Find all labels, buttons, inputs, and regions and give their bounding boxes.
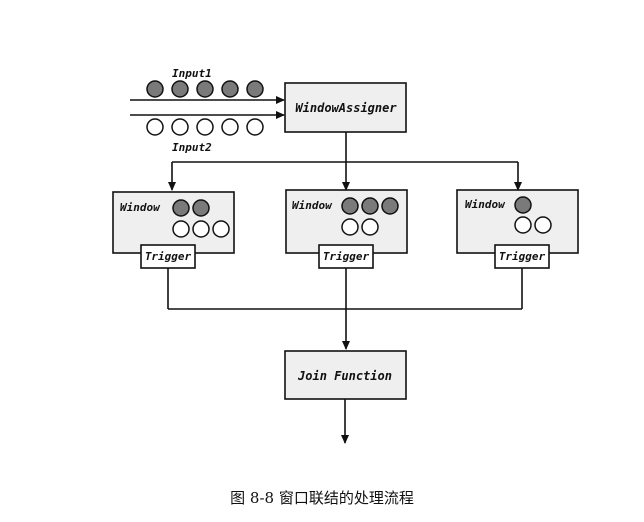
window-assigner-box <box>284 82 407 133</box>
input1-element <box>196 80 214 98</box>
input1-stream <box>146 80 264 98</box>
window-1-light-element <box>192 220 210 238</box>
input2-label: Input2 <box>172 141 212 154</box>
window-2-dark-element <box>361 197 379 215</box>
input1-element <box>246 80 264 98</box>
window-1-dark-element <box>192 199 210 217</box>
window-2-dark-element <box>341 197 359 215</box>
window-3-light-element <box>534 216 552 234</box>
window-3-dark-element <box>514 196 532 214</box>
window-label-3: Window <box>465 198 506 211</box>
input2-element <box>246 118 264 136</box>
window-box-1 <box>112 191 235 254</box>
window-2-light-element <box>361 218 379 236</box>
window-3-elements <box>514 196 552 234</box>
input2-element <box>196 118 214 136</box>
trigger-label-1: Trigger <box>145 250 192 263</box>
input2-element <box>171 118 189 136</box>
window-3-light-element <box>514 216 532 234</box>
trigger-label-3: Trigger <box>499 250 546 263</box>
input1-element <box>171 80 189 98</box>
input2-stream <box>146 118 264 136</box>
input1-label: Input1 <box>172 67 212 80</box>
window-assigner-label: WindowAssigner <box>295 101 397 115</box>
input1-element <box>221 80 239 98</box>
window-1-dark-element <box>172 199 190 217</box>
input2-element <box>221 118 239 136</box>
join-function-box <box>284 350 407 400</box>
window-2-dark-element <box>381 197 399 215</box>
window-2-elements <box>341 197 399 236</box>
window-1-light-element <box>172 220 190 238</box>
figure-caption: 图 8-8 窗口联结的处理流程 <box>230 489 414 507</box>
input1-element <box>146 80 164 98</box>
join-function-label: Join Function <box>297 369 392 383</box>
input2-element <box>146 118 164 136</box>
window-label-2: Window <box>292 199 333 212</box>
window-1-elements <box>172 199 230 238</box>
trigger-label-2: Trigger <box>323 250 370 263</box>
window-2-light-element <box>341 218 359 236</box>
window-label-1: Window <box>120 201 161 214</box>
window-1-light-element <box>212 220 230 238</box>
